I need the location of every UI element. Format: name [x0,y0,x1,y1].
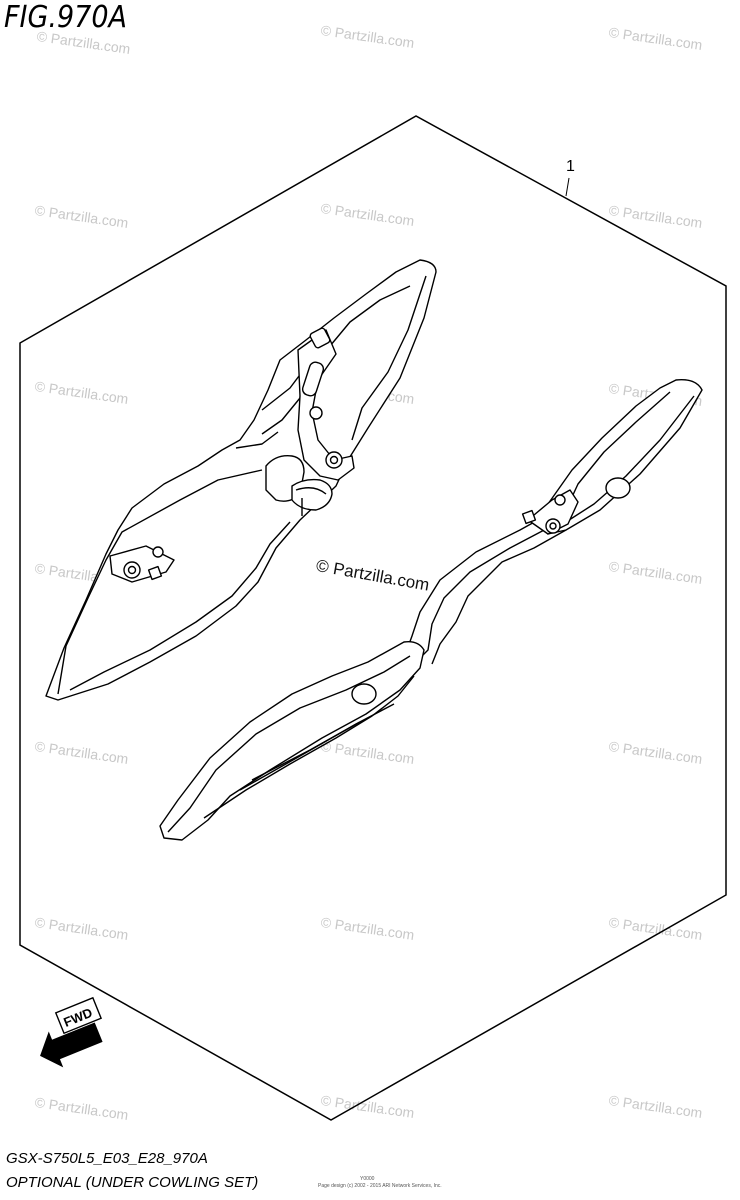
diagram-code: GSX-S750L5_E03_E28_970A [6,1150,208,1167]
right-cowling-panel [159,379,703,841]
figure-title: FIG.970A [4,0,128,35]
callout-leader [565,177,570,197]
diagram-caption: OPTIONAL (UNDER COWLING SET) [6,1174,259,1191]
page-tag: Y0000 [360,1176,375,1182]
callout-number: 1 [566,158,575,175]
kit-outline [19,115,727,1121]
copyright-notice: Page design (c) 2002 - 2015 ARI Network … [318,1183,442,1189]
fwd-arrow: FWD [40,996,103,1068]
left-cowling-panel [45,259,437,701]
